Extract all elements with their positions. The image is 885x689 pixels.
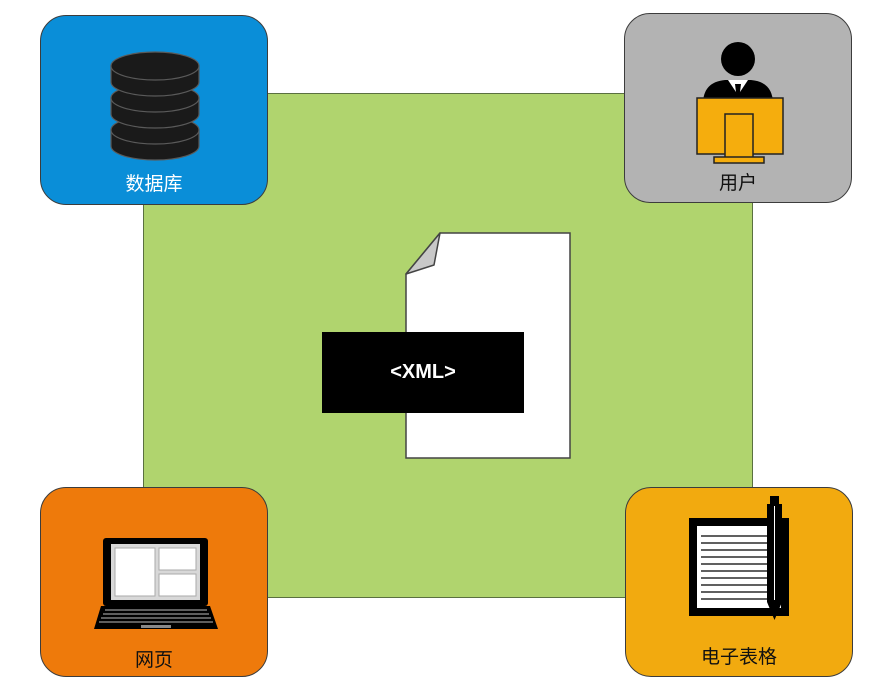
user-node: 用户 <box>624 13 852 203</box>
database-node: 数据库 <box>40 15 268 205</box>
laptop-icon <box>94 538 218 629</box>
spreadsheet-label: 电子表格 <box>700 646 777 668</box>
xml-label-box: <XML> <box>322 332 524 413</box>
user-at-computer-icon <box>696 42 784 164</box>
spreadsheet-node: 电子表格 <box>625 487 853 677</box>
database-label: 数据库 <box>125 173 183 195</box>
notepad-pen-icon <box>689 496 789 620</box>
xml-label: <XML> <box>390 361 456 383</box>
database-icon <box>110 51 200 161</box>
webpage-node: 网页 <box>40 487 268 677</box>
user-label: 用户 <box>718 172 757 194</box>
webpage-label: 网页 <box>134 649 173 671</box>
